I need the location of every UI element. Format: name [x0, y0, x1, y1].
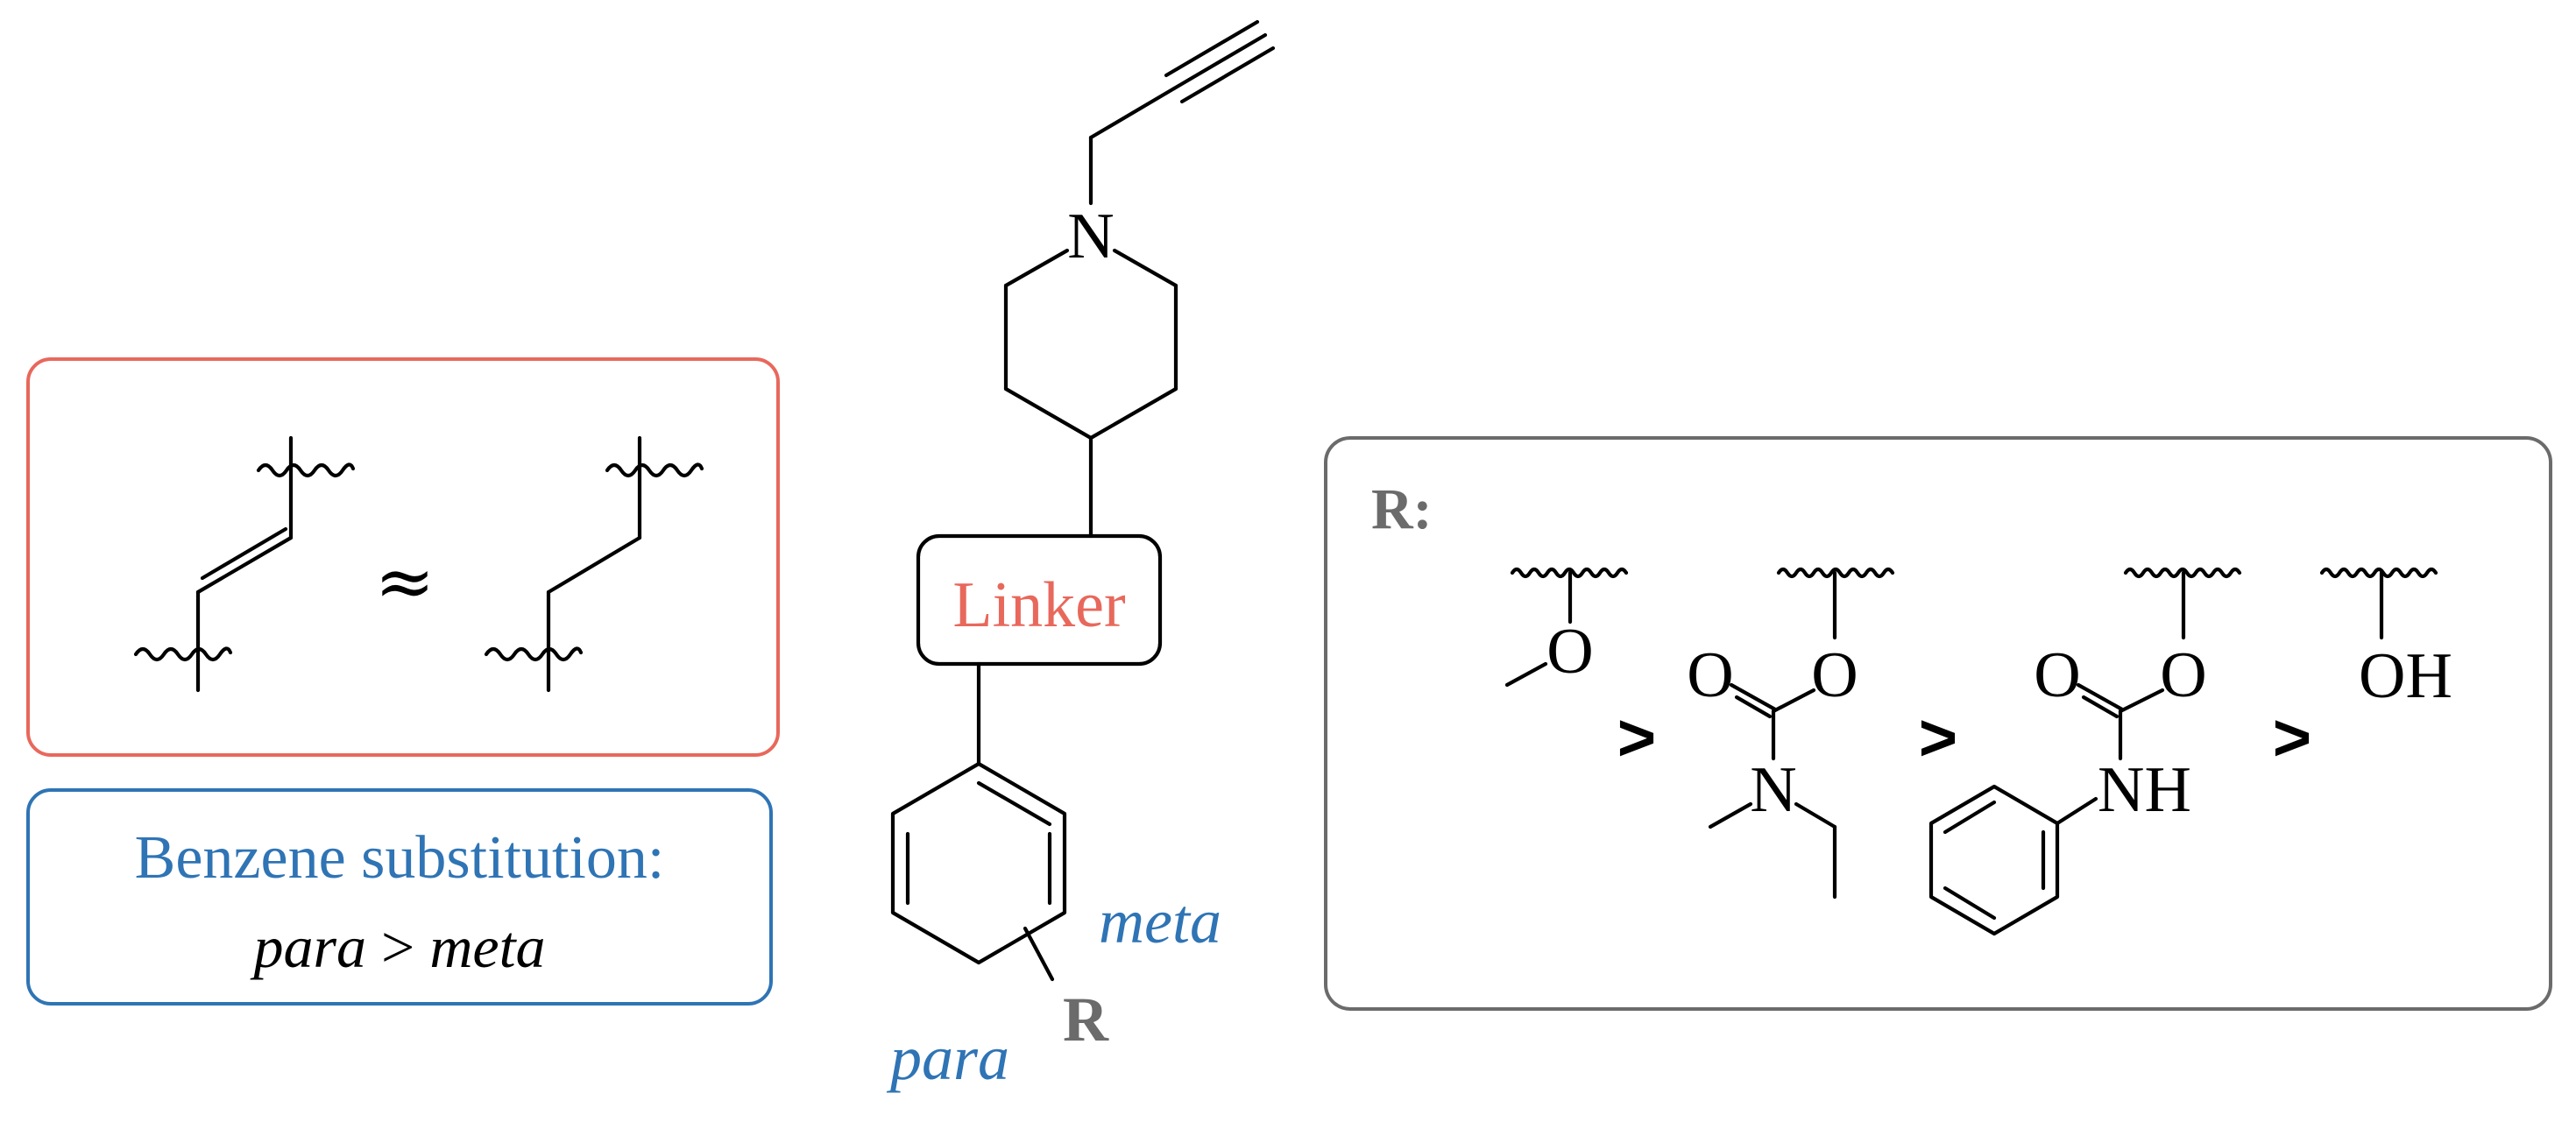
- ch2-c-bond: [1088, 86, 1177, 140]
- carbamate-carbonyl-oxygen: O: [1687, 639, 1733, 711]
- benzene-box-frame: [26, 788, 773, 1006]
- linker-box: [916, 533, 1163, 667]
- r-box-title: R:: [1371, 477, 1433, 541]
- benzene-substitution-box: Benzene substitution: para > meta: [26, 788, 773, 1006]
- core-molecule: N Linker meta para R: [886, 19, 1276, 1093]
- benzene-box-rule: para > meta: [250, 914, 545, 980]
- rule-para: para: [250, 914, 365, 980]
- greater-than-3: >: [2273, 701, 2311, 775]
- r-group-phenylcarbamate: O O NH: [1928, 567, 2242, 936]
- r-box-frame: [1324, 436, 2552, 1011]
- core-benzene-ring: [890, 761, 1067, 965]
- methoxy-oxygen: O: [1546, 616, 1593, 688]
- alkene-box-frame: [26, 357, 780, 757]
- phenylcarbamate-nh: NH: [2098, 754, 2191, 826]
- alkane-fragment: [484, 435, 704, 693]
- linker-label: Linker: [952, 569, 1125, 641]
- carbamate-ester-oxygen: O: [1811, 639, 1858, 711]
- piperidine-ring: [1003, 248, 1178, 441]
- rule-meta: meta: [429, 914, 545, 980]
- r-substituent-bond: [1023, 926, 1055, 982]
- r-group-methoxy: O: [1504, 567, 1629, 688]
- greater-than-1: >: [1617, 701, 1656, 775]
- r-group-dimethylcarbamate: O O N: [1687, 567, 1895, 900]
- r-label: R: [1063, 984, 1109, 1055]
- phenyl-ring: [1928, 784, 2060, 936]
- alkyne-triple-bond: [1164, 19, 1276, 104]
- greater-than-2: >: [1919, 701, 1957, 775]
- piperidine-nitrogen: N: [1067, 201, 1114, 272]
- meta-label: meta: [1099, 886, 1221, 956]
- alkene-fragment: [133, 435, 356, 693]
- approx-symbol: ≈: [375, 540, 435, 624]
- phenylcarbamate-carbonyl-oxygen: O: [2034, 639, 2080, 711]
- alkene-alkane-box: ≈: [26, 357, 780, 757]
- benzene-box-title: Benzene substitution:: [135, 824, 665, 892]
- para-label: para: [886, 1023, 1009, 1093]
- rule-gt-symbol: >: [381, 914, 414, 980]
- phenylcarbamate-ester-oxygen: O: [2160, 639, 2206, 711]
- carbamate-nitrogen: N: [1750, 754, 1796, 826]
- hydroxyl-oh: OH: [2359, 640, 2452, 712]
- r-group-hydroxyl: OH: [2319, 567, 2452, 712]
- r-group-box: R: O > O O N > O: [1324, 436, 2552, 1011]
